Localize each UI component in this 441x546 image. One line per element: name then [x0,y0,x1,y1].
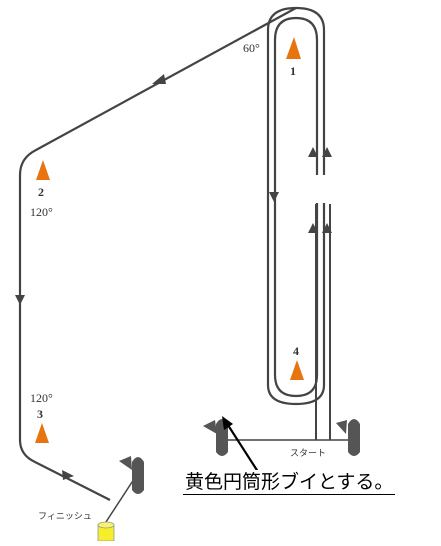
pointer-arrow [225,421,263,479]
mark-3-angle: 120° [30,391,53,405]
mark-1-angle: 60° [243,41,260,55]
arrow-icon [15,295,25,305]
mark-1-number: 1 [290,64,296,78]
arrow-icon [322,147,332,157]
finish-label: フィニッシュ [38,512,92,522]
arrow-icon [269,192,279,202]
mark-2-number: 2 [38,185,44,199]
cone-mark-icon [35,423,49,443]
arrow-icon [152,74,166,84]
cone-mark-icon [286,37,301,59]
pin-buoy-icon [97,521,115,542]
finish-line [103,475,137,526]
arrow-icon [222,416,233,430]
committee-boat-icon [119,456,144,494]
cone-mark-icon [36,160,50,180]
mark-3-number: 3 [37,407,43,421]
mark-4-number: 4 [293,344,299,358]
course-leg-1-2 [18,7,297,501]
start-label: スタート [290,448,326,459]
arrow-icon [308,147,318,157]
buoy-note: 黄色円筒形ブイとする。 [183,470,396,495]
mark-2-angle: 120° [30,205,53,219]
course-loop-outer [266,6,326,406]
arrow-icon [62,470,74,480]
course-loop-inner [273,16,319,398]
committee-boat-icon [336,419,360,456]
cone-mark-icon [290,360,304,380]
